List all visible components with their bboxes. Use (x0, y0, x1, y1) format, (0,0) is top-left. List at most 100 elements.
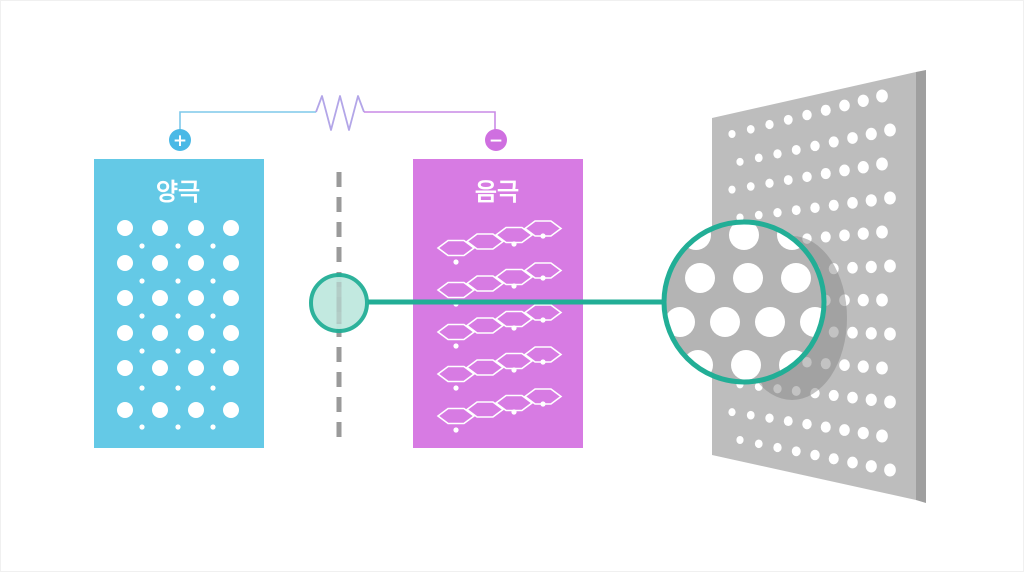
anode-particle (188, 290, 204, 306)
anode-particle (152, 290, 168, 306)
membrane-pore (820, 168, 831, 180)
membrane-pore (802, 418, 812, 430)
membrane-pore (736, 213, 744, 222)
membrane-pore (876, 157, 888, 171)
magnified-pore (781, 263, 811, 293)
membrane-pore (876, 293, 888, 307)
membrane-pore (865, 260, 877, 274)
cathode-label: 음극 (475, 178, 519, 206)
anode-ion (139, 385, 145, 391)
membrane-pore (865, 327, 877, 340)
membrane-pore (746, 410, 755, 420)
membrane-pore (884, 395, 896, 409)
minus-terminal-icon: − (485, 129, 507, 151)
cathode-ion (540, 233, 546, 239)
anode-ion (139, 348, 145, 354)
graphite-hexagon (494, 352, 534, 370)
cathode-ion (511, 241, 517, 247)
graphite-hexagon (523, 220, 563, 237)
graphite-hexagon (436, 323, 476, 341)
membrane-pore (857, 293, 869, 307)
anode-particle (188, 220, 204, 236)
graphite-hexagon (523, 388, 563, 405)
anode-ion (175, 313, 181, 319)
graphite-layers (436, 220, 563, 425)
anode-particle (152, 255, 168, 271)
anode-particle (223, 255, 239, 271)
membrane-pore (828, 199, 839, 211)
cathode-ion (511, 367, 517, 373)
membrane-pore (857, 94, 869, 107)
membrane-pore (820, 104, 831, 116)
wire-right (364, 111, 496, 136)
anode-particle (223, 220, 239, 236)
membrane-pore (783, 114, 793, 125)
graphite-hexagon (523, 304, 563, 321)
anode-ion (175, 278, 181, 284)
cathode-ion (540, 401, 546, 407)
graphite-hexagon (494, 394, 534, 412)
membrane-pore (857, 227, 869, 240)
membrane-pore (736, 157, 744, 166)
membrane-pore (884, 191, 896, 205)
cathode-ion (511, 325, 517, 331)
anode-particle (188, 360, 204, 376)
membrane-pore (754, 439, 763, 449)
anode-particles (117, 220, 239, 430)
membrane-pore (865, 460, 877, 473)
membrane-pore (773, 207, 782, 218)
membrane-pore (839, 99, 850, 112)
anode-particle (223, 360, 239, 376)
membrane-pore (884, 327, 896, 341)
anode-ion (139, 243, 145, 249)
membrane-pore (884, 123, 896, 137)
anode-ion (175, 424, 181, 430)
graphite-hexagon (465, 317, 505, 334)
anode-electrode: 양극 (94, 159, 264, 448)
anode-particle (117, 360, 133, 376)
graphite-hexagon (494, 268, 534, 286)
anode-label: 양극 (156, 178, 200, 206)
graphite-hexagon (436, 407, 476, 425)
membrane-pore (728, 185, 736, 194)
magnifier-lens (664, 222, 824, 382)
membrane-pore (728, 130, 736, 138)
membrane-pore (746, 124, 755, 134)
membrane-pore (820, 231, 831, 243)
cathode-particles (453, 233, 546, 433)
magnifier-small-ring (309, 273, 369, 333)
membrane-pore (736, 436, 744, 444)
membrane-pore (802, 109, 812, 121)
membrane-pore (810, 140, 820, 152)
membrane-pore (791, 144, 801, 155)
anode-ion (210, 385, 216, 391)
plus-sign: + (173, 131, 187, 151)
membrane-pore (865, 194, 877, 207)
anode-ion (210, 278, 216, 284)
graphite-hexagon (465, 401, 505, 418)
cathode-ion (453, 427, 459, 433)
anode-particle (223, 325, 239, 341)
membrane-pore (847, 456, 858, 469)
membrane-edge (916, 70, 926, 503)
magnified-pore (729, 222, 759, 250)
membrane-pore (828, 453, 839, 465)
membrane-pore (876, 89, 888, 103)
membrane-pore (791, 205, 801, 216)
anode-particle (117, 325, 133, 341)
anode-particle (152, 402, 168, 418)
magnified-pore (733, 263, 763, 293)
membrane-pore (754, 153, 763, 163)
membrane-pore (857, 426, 869, 440)
membrane-pore (876, 361, 888, 375)
membrane-pore (857, 360, 869, 373)
anode-particle (117, 402, 133, 418)
anode-ion (210, 348, 216, 354)
membrane-pore (839, 424, 850, 436)
cathode-ion (453, 385, 459, 391)
membrane-pore (847, 132, 858, 144)
graphite-hexagon (465, 275, 505, 292)
membrane-pore (876, 429, 888, 443)
minus-sign: − (489, 131, 503, 151)
plus-terminal-icon: + (169, 129, 191, 151)
